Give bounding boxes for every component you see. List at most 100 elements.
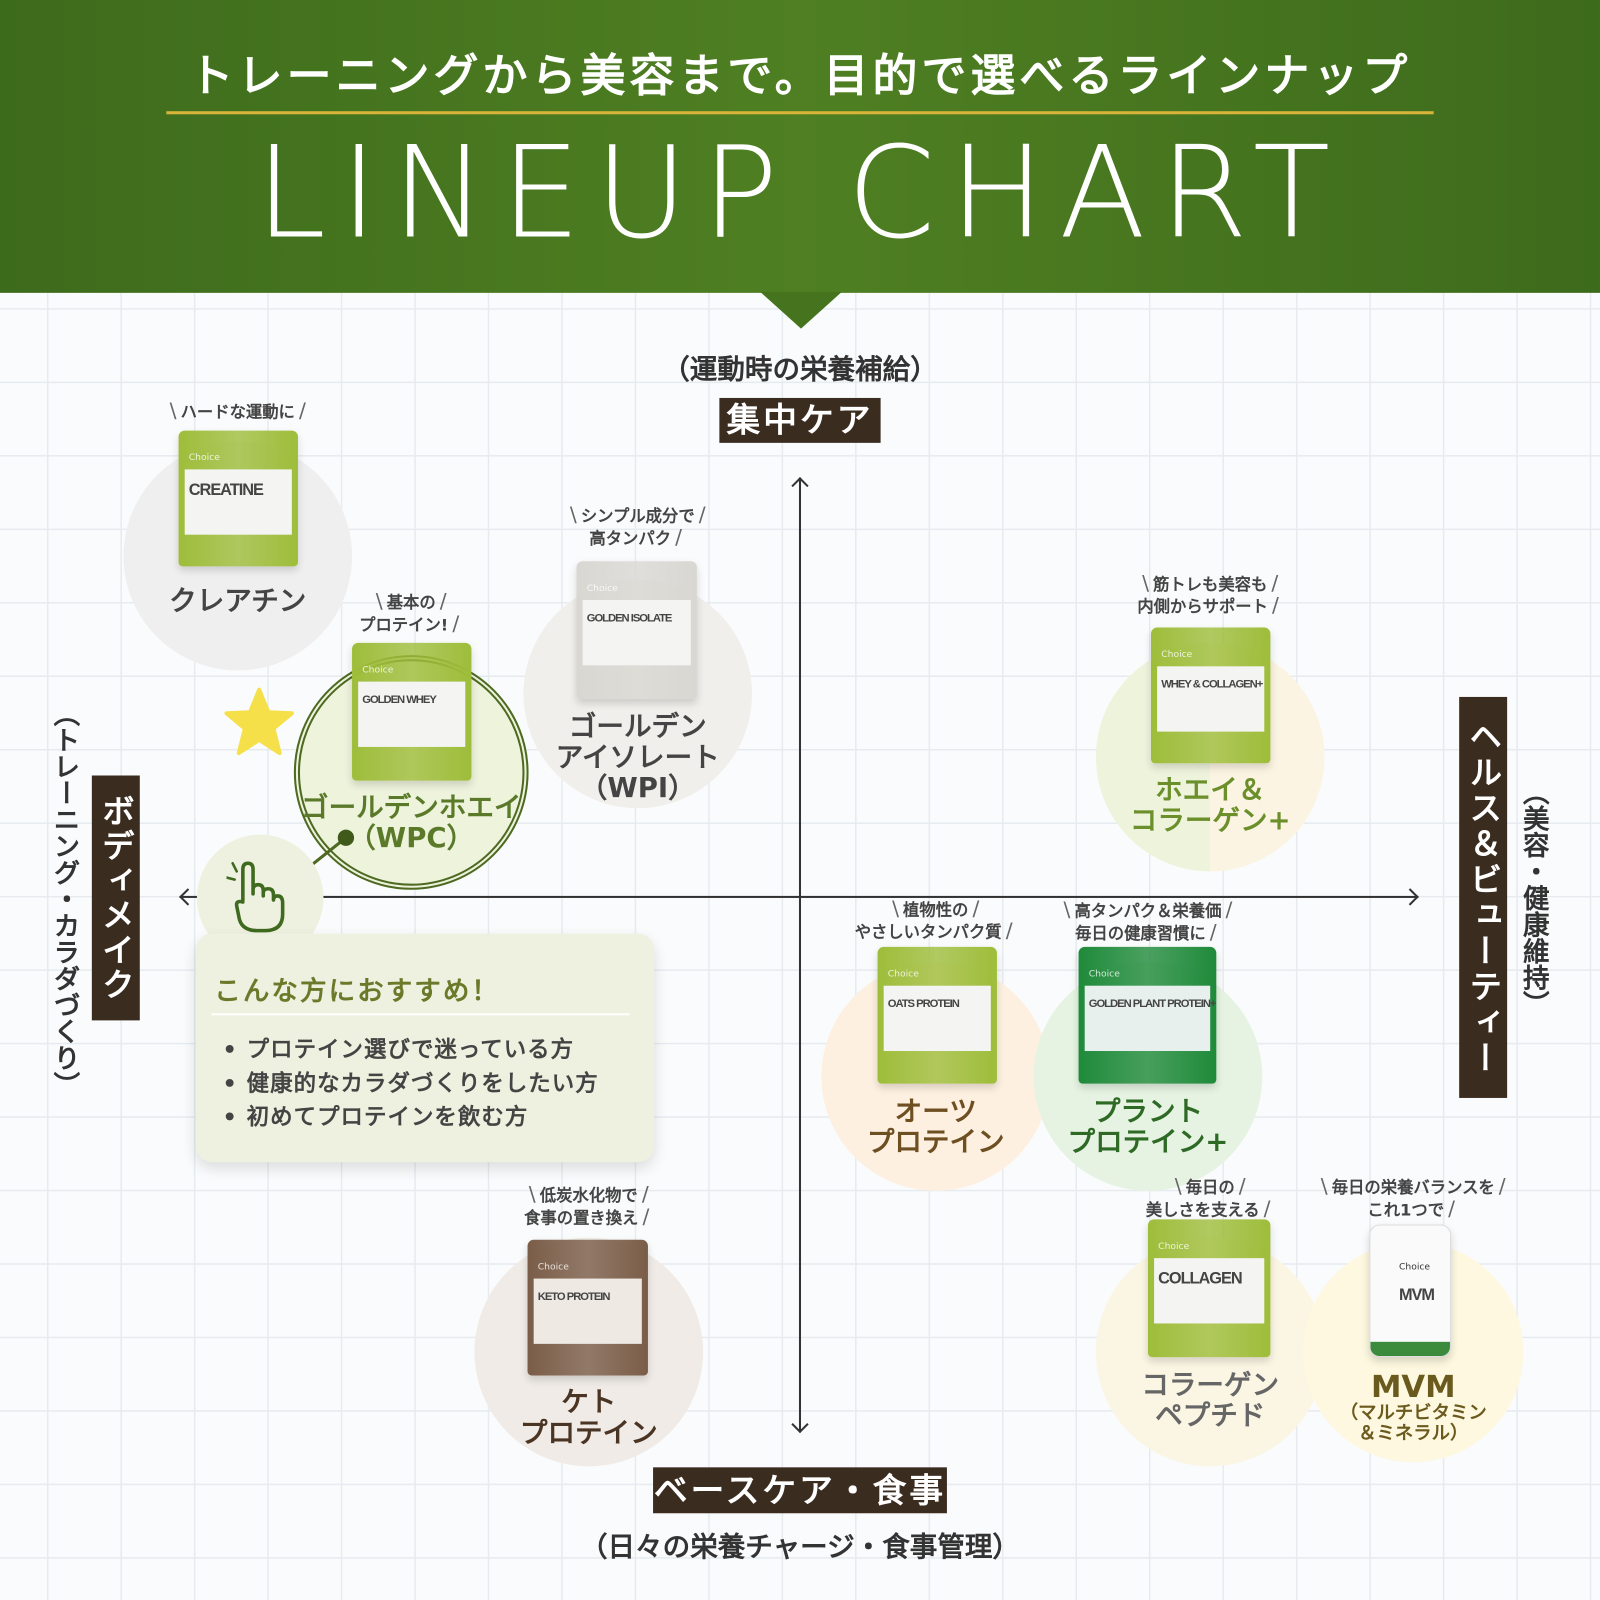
product-caption: \毎日の/美しさを支える/ [1047,1173,1374,1221]
horizontal-axis [179,895,1419,898]
top-axis-label: 集中ケア [719,397,881,443]
star-icon [224,687,294,756]
product-name: ホエイ＆コラーゲン+ [1057,775,1363,837]
package-label: GOLDEN ISOLATE [586,612,673,625]
slash-right-icon: / [1498,1173,1506,1198]
pointer-line [310,829,355,867]
pointing-hand-icon [226,861,285,933]
product-name: ゴールデンアイソレート（WPI） [485,712,791,804]
slash-right-icon: / [1272,592,1279,618]
recommendation-item: • プロテイン選びで迷っている方 [222,1037,575,1064]
product-name: MVM（マルチビタミン＆ミネラル） [1260,1372,1566,1443]
recommendation-title: こんな方におすすめ！ [214,976,501,1008]
caption-line: これ1つで [1367,1199,1445,1220]
caption-line: 高タンパク＆栄養価 [1074,901,1222,921]
product-package: Choice OATS PROTEIN [877,946,997,1084]
slash-right-icon: / [298,397,306,423]
title-divider [166,111,1434,115]
bottom-axis-label: ベースケア・食事 [653,1467,947,1514]
bottom-axis-sub: （日々の栄養チャージ・食事管理） [579,1531,1020,1564]
product-caption: \毎日の栄養バランスを/これ1つで/ [1250,1173,1577,1221]
arrow-down-icon [791,1415,809,1434]
package-brand: Choice [1158,1241,1190,1253]
product-package: Choice GOLDEN PLANT PROTEIN+ [1078,946,1217,1084]
product-name-line: ペプチド [1155,1399,1266,1432]
package-brand: Choice [586,583,618,594]
recommendation-item-text: プロテイン選びで迷っている方 [246,1037,575,1064]
product-name-line: コラーゲン+ [1129,805,1291,837]
slash-right-icon: / [641,1181,649,1207]
slash-left-icon: \ [569,502,577,527]
package-label: OATS PROTEIN [887,997,960,1011]
product-package: Choice WHEY & COLLAGEN+ [1151,627,1271,764]
slash-left-icon: \ [375,588,383,614]
caption-line: 内側からサポート [1137,596,1268,617]
product-caption: \シンプル成分で/高タンパク/ [474,504,801,549]
package-brand: Choice [887,969,919,980]
caption-line: ハードな運動に [180,402,295,422]
arrow-up-icon [791,477,809,495]
slash-right-icon: / [698,502,706,527]
product-package: Choice KETO PROTEIN [527,1239,648,1376]
caption-line: 美しさを支える [1145,1199,1260,1220]
product-name: コラーゲンペプチド [1057,1370,1363,1431]
product-caption: \低炭水化物で/食事の置き換え/ [426,1181,753,1229]
caption-line: 高タンパク [589,528,672,548]
package-brand: Choice [188,453,220,464]
left-axis-label: ボディメイク [91,775,140,1021]
slash-left-icon: \ [1174,1173,1182,1198]
package-label: CREATINE [188,481,264,499]
product-name-line: オーツ [894,1095,977,1128]
product-caption: \筋トレも美容も/内側からサポート/ [1047,572,1374,617]
product-caption: \植物性の/やさしいタンパク質/ [772,897,1099,943]
vertical-axis [798,479,802,1431]
product-name: ケトプロテイン [436,1387,742,1449]
slash-right-icon: / [1271,570,1279,595]
caption-line: プロテイン! [359,615,449,635]
slash-right-icon: / [452,611,460,636]
product-package: Choice GOLDEN WHEY [352,642,472,781]
recommendation-item: • 健康的なカラダづくりをしたい方 [222,1071,599,1097]
caption-line: 食事の置き換え [524,1208,639,1228]
recommendation-item: • 初めてプロテインを飲む方 [222,1105,529,1131]
product-name-line: クレアチン [169,585,307,618]
product-name-line: MVM [1370,1369,1456,1406]
header-band [0,0,1600,293]
slash-right-icon: / [1005,918,1013,943]
package-label: KETO PROTEIN [537,1290,611,1304]
product-package: Choice COLLAGEN [1147,1219,1271,1358]
slash-right-icon: / [1209,919,1217,944]
product-name: ゴールデンホエイ（WPC） [258,792,564,854]
product-name-line: プロテイン [519,1417,658,1449]
product-caption: \ハードな運動に/ [74,397,401,423]
product-name-line: アイソレート [555,741,720,774]
caption-line: 植物性の [903,899,969,920]
caption-line: シンプル成分で [580,506,695,526]
header-arrow [760,291,842,329]
package-brand: Choice [362,665,394,676]
product-name-line: （WPI） [579,772,696,805]
package-label: MVM [1398,1286,1435,1305]
slash-left-icon: \ [169,397,177,423]
caption-line: やさしいタンパク質 [854,922,1002,942]
product-name-line: プラント [1092,1095,1204,1128]
product-caption: \高タンパク＆栄養価/毎日の健康習慣に/ [985,898,1312,944]
product-name-line: ＆ミネラル） [1358,1422,1469,1444]
product-name-line: コラーゲン [1141,1369,1280,1402]
package-brand: Choice [1398,1262,1431,1273]
caption-line: 基本の [386,592,436,613]
product-package: Choice CREATINE [178,430,298,567]
product-name-line: プロテイン+ [1067,1126,1229,1159]
top-axis-sub: （運動時の栄養補給） [662,354,938,386]
caption-line: 低炭水化物で [539,1185,638,1206]
recommendation-item-text: 初めてプロテインを飲む方 [246,1105,529,1131]
product-name-line: ゴールデン [568,711,707,743]
package-label: GOLDEN WHEY [362,693,437,707]
slash-right-icon: / [1263,1195,1271,1221]
slash-left-icon: \ [1320,1173,1328,1198]
product-name: オーツプロテイン [783,1095,1089,1158]
product-caption: \基本の/プロテイン!/ [248,588,575,636]
left-axis-sub: （トレーニング・カラダづくり） [48,699,80,1098]
page-title: LINEUP CHART [255,120,1345,268]
